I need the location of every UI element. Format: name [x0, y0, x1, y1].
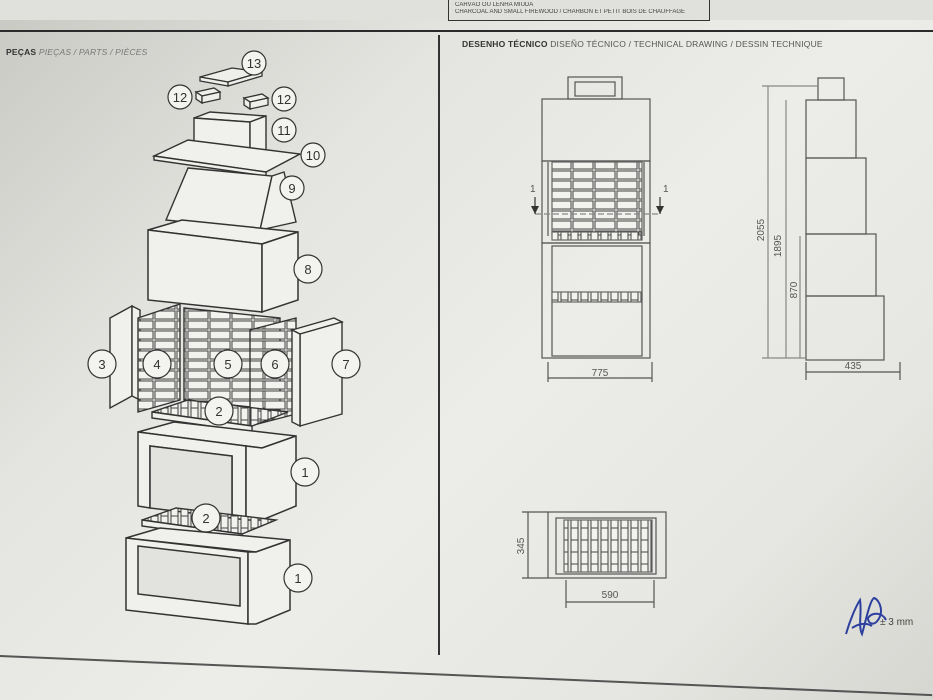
callout-13 — [241, 50, 267, 76]
part-number-7: 7 — [342, 357, 349, 372]
callout-2-upper — [204, 396, 234, 426]
callout-9 — [279, 175, 305, 201]
parts-header-rest: PIEÇAS / PARTS / PIÈCES — [38, 47, 148, 57]
side-width-dimension: 435 — [845, 361, 862, 372]
part-number-1-upper: 1 — [301, 465, 308, 480]
callout-7 — [331, 349, 361, 379]
part-number-4: 4 — [153, 357, 160, 372]
callout-4 — [142, 349, 172, 379]
callout-12-left — [167, 84, 193, 110]
top-band — [0, 0, 933, 20]
callout-5 — [213, 349, 243, 379]
part-1-lower-base — [125, 527, 291, 625]
fuel-legend-box: CARVÃO OU LENHA MIÚDA CHARCOAL AND SMALL… — [448, 0, 710, 21]
part-callouts — [87, 50, 361, 593]
front-elevation-labels: 1 1 775 — [530, 184, 669, 379]
part-1-upper-base — [137, 421, 297, 521]
parts-header: PEÇAS PIEÇAS / PARTS / PIÈCES — [6, 47, 148, 57]
part-number-9: 9 — [288, 181, 295, 196]
height-mid-dimension: 1895 — [773, 234, 784, 257]
height-total-dimension: 2055 — [756, 218, 767, 241]
plan-view — [522, 511, 667, 608]
fuel-legend-line1: CARVÃO OU LENHA MIÚDA — [455, 2, 534, 8]
part-number-13: 13 — [247, 56, 261, 71]
plan-depth-dimension: 345 — [516, 537, 527, 554]
part-7-right-panel — [290, 317, 344, 428]
section-marker-right: 1 — [663, 184, 669, 195]
plan-width-dimension: 590 — [602, 590, 619, 601]
section-marker-left: 1 — [530, 184, 536, 195]
plan-view-labels: 345 590 — [516, 537, 619, 601]
part-number-6: 6 — [271, 357, 278, 372]
side-elevation-labels: 2055 1895 870 435 — [756, 218, 862, 372]
part-12-blocks — [194, 87, 270, 111]
callout-12-right — [271, 86, 297, 112]
part-number-2-upper: 2 — [215, 404, 222, 419]
part-number-3: 3 — [98, 357, 105, 372]
callout-8 — [293, 254, 323, 284]
callout-6 — [260, 349, 290, 379]
callout-1-lower — [283, 563, 313, 593]
callout-3 — [87, 349, 117, 379]
drawing-header: DESENHO TÉCNICO DISEÑO TÉCNICO / TECHNIC… — [462, 39, 823, 49]
header-rule — [0, 30, 933, 32]
drawing-header-rest: DISEÑO TÉCNICO / TECHNICAL DRAWING / DES… — [550, 39, 823, 49]
part-number-12-right: 12 — [277, 92, 291, 107]
parts-header-main: PEÇAS — [6, 47, 37, 57]
part-number-1-lower: 1 — [294, 571, 301, 586]
part-number-2-lower: 2 — [202, 511, 209, 526]
part-number-8: 8 — [304, 262, 311, 277]
part-number-11: 11 — [277, 123, 291, 138]
callout-11 — [271, 117, 297, 143]
side-elevation — [762, 77, 901, 380]
height-low-dimension: 870 — [789, 281, 800, 298]
tolerance-note: ± 3 mm — [880, 617, 914, 628]
part-number-5: 5 — [224, 357, 231, 372]
fuel-legend-line2: CHARCOAL AND SMALL FIREWOOD / CHARBON ET… — [455, 9, 686, 15]
center-divider — [438, 35, 440, 655]
part-callout-numbers: 13 12 12 11 10 9 8 3 4 5 6 7 2 1 2 1 — [98, 56, 349, 586]
front-width-dimension: 775 — [592, 368, 609, 379]
callout-10 — [300, 142, 326, 168]
part-8-upper-box — [147, 219, 299, 314]
callout-1-upper — [290, 457, 320, 487]
part-number-12-left: 12 — [173, 90, 187, 105]
part-number-10: 10 — [306, 148, 320, 163]
drawing-header-main: DESENHO TÉCNICO — [462, 39, 548, 49]
signature-icon — [845, 596, 887, 637]
part-10-slab — [151, 139, 303, 177]
callout-2-lower — [191, 503, 221, 533]
front-elevation — [531, 76, 664, 382]
